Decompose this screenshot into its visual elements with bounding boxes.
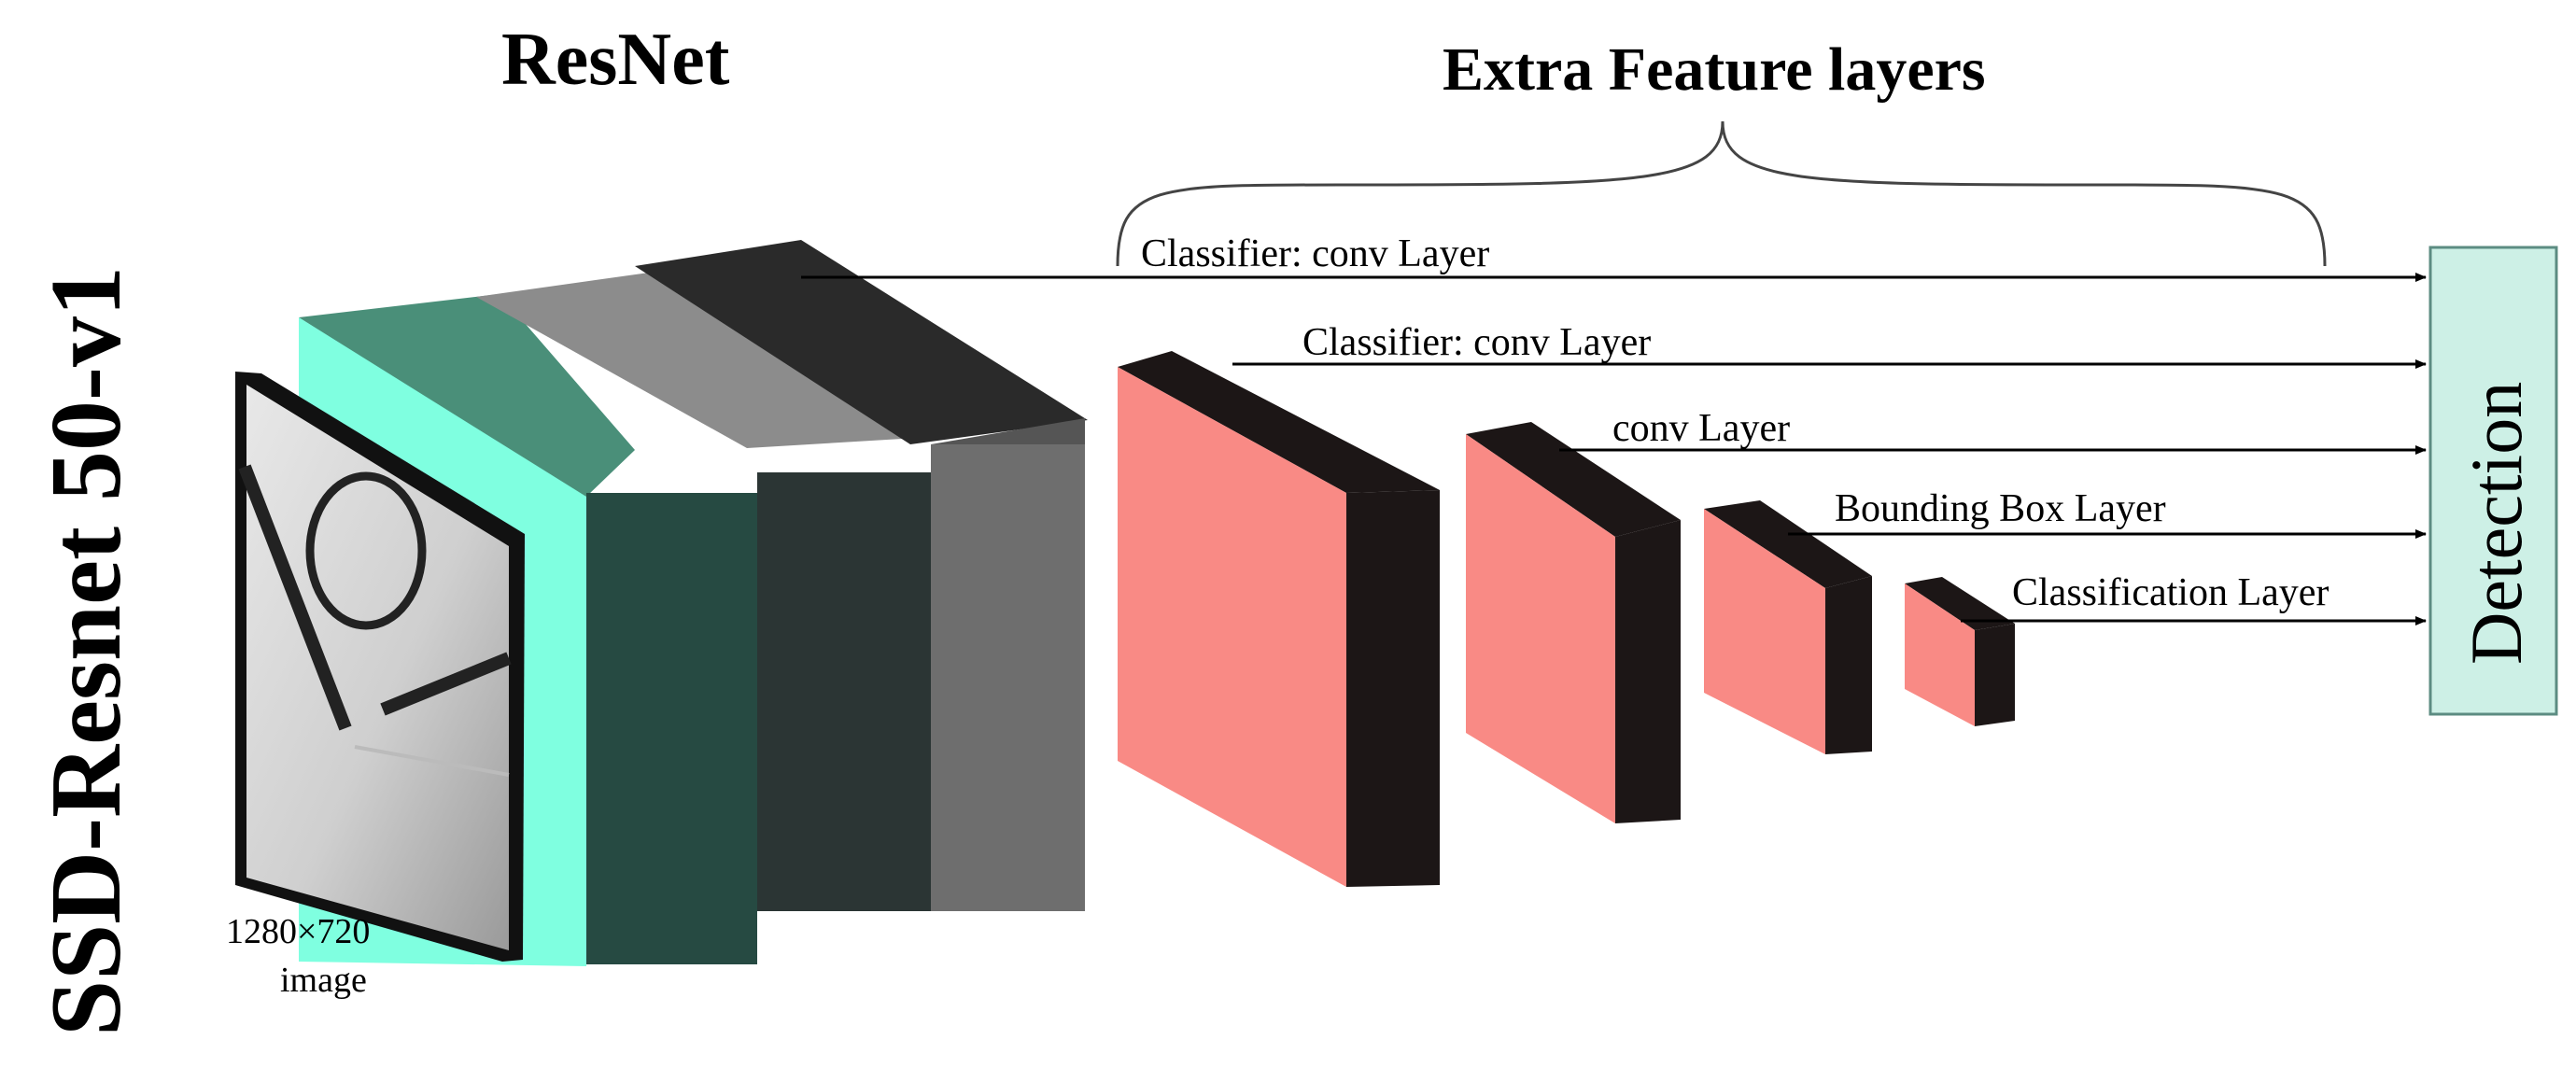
feature-block-3 — [1704, 500, 1872, 754]
feature-block-4 — [1905, 577, 2015, 726]
feature-block-1 — [1118, 351, 1440, 887]
feature-block-2 — [1466, 422, 1681, 823]
resnet-title: ResNet — [501, 19, 730, 101]
resnet-top-black — [635, 240, 1088, 444]
feature-block-2-front — [1466, 434, 1615, 823]
connection-label-1: Classifier: conv Layer — [1141, 232, 1489, 275]
image-ring — [305, 471, 427, 630]
connection-label-5: Classification Layer — [2012, 571, 2329, 614]
image-instrument-right — [380, 652, 512, 716]
image-thread — [354, 745, 510, 777]
input-caption: image — [280, 961, 367, 1000]
side-title: SSD-Resnet 50-v1 — [31, 266, 142, 1036]
feature-block-4-side — [1975, 624, 2015, 726]
resnet-top-face — [299, 294, 635, 497]
feature-block-3-front — [1704, 509, 1825, 754]
connection-label-3: conv Layer — [1612, 407, 1790, 450]
connection-label-4: Bounding Box Layer — [1835, 487, 2166, 530]
feature-block-4-top — [1905, 577, 2015, 630]
resnet-gray-face — [931, 444, 1085, 911]
extra-layers-title: Extra Feature layers — [1443, 35, 1986, 104]
feature-block-1-top — [1118, 351, 1440, 493]
feature-block-1-front — [1118, 367, 1346, 887]
feature-block-2-side — [1615, 520, 1681, 823]
input-image — [235, 372, 525, 962]
feature-block-2-top — [1466, 422, 1681, 537]
input-size-label: 1280×720 — [226, 912, 370, 951]
extra-layers-brace — [1116, 120, 2327, 267]
detection-box — [2428, 246, 2558, 716]
connection-label-2: Classifier: conv Layer — [1302, 321, 1651, 364]
feature-block-4-front — [1905, 583, 1975, 726]
feature-block-3-top — [1704, 500, 1872, 588]
resnet-dark-face — [757, 472, 931, 911]
resnet-teal-face — [586, 493, 757, 964]
image-instrument-left — [238, 464, 352, 731]
feature-block-1-side — [1346, 490, 1440, 887]
connection-arrows — [801, 273, 2427, 625]
resnet-top-gray — [476, 273, 934, 448]
detection-label: Detection — [2456, 382, 2537, 665]
feature-block-3-side — [1825, 576, 1872, 754]
